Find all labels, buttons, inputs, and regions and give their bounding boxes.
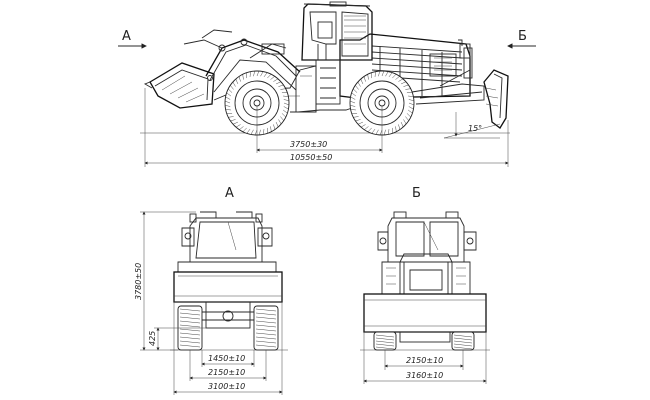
front-view-bucket [173,271,283,303]
rear-view-body [377,211,477,295]
overall-length-dim-label: 10550±50 [290,153,332,162]
front-height-dim-label: 3780±50 [134,263,143,300]
view-arrow-a-label: А [122,29,131,44]
front-view-body [177,211,277,273]
rear-blade [411,47,509,129]
rear-view: Б [360,186,490,384]
front-track-inner-dim-label: 1450±10 [208,354,245,363]
lift-arms [183,29,301,93]
front-wheel [224,70,290,136]
front-width-dimensions: 1450±10 2150±10 3100±10 [173,302,283,395]
cab [301,1,373,61]
blade-angle-dim: 15° [468,124,482,133]
front-view: А [134,186,288,395]
front-clearance-dim-label: 425 [148,331,157,346]
rear-width-dimensions: 2150±10 3160±10 [363,332,487,384]
front-width-dim-label: 3100±10 [208,382,245,391]
wheelbase-dim-label: 3750±30 [290,140,327,149]
rear-width-dim-label: 3160±10 [406,371,443,380]
rear-view-left-tire [373,331,397,351]
front-track-dim-label: 2150±10 [208,368,245,377]
bucket [143,62,215,109]
side-view: А Б [118,1,536,167]
blade-angle-annotation: 15° [443,112,501,139]
overall-length-dimension: 10550±50 [144,88,509,167]
rear-view-blade [363,293,487,333]
rear-view-right-tire [451,331,475,351]
view-arrow-a: А [118,29,147,49]
rear-track-dim-label: 2150±10 [406,356,443,365]
front-view-right-tire [253,305,279,351]
front-view-title: А [225,186,234,201]
rear-view-title: Б [412,186,421,201]
view-arrow-b-label: Б [518,29,527,44]
wheelbase-dimension: 3750±30 [256,106,383,153]
front-clearance-dimension: 425 [148,327,206,351]
front-view-axle [196,301,260,329]
view-arrow-b: Б [507,29,536,49]
